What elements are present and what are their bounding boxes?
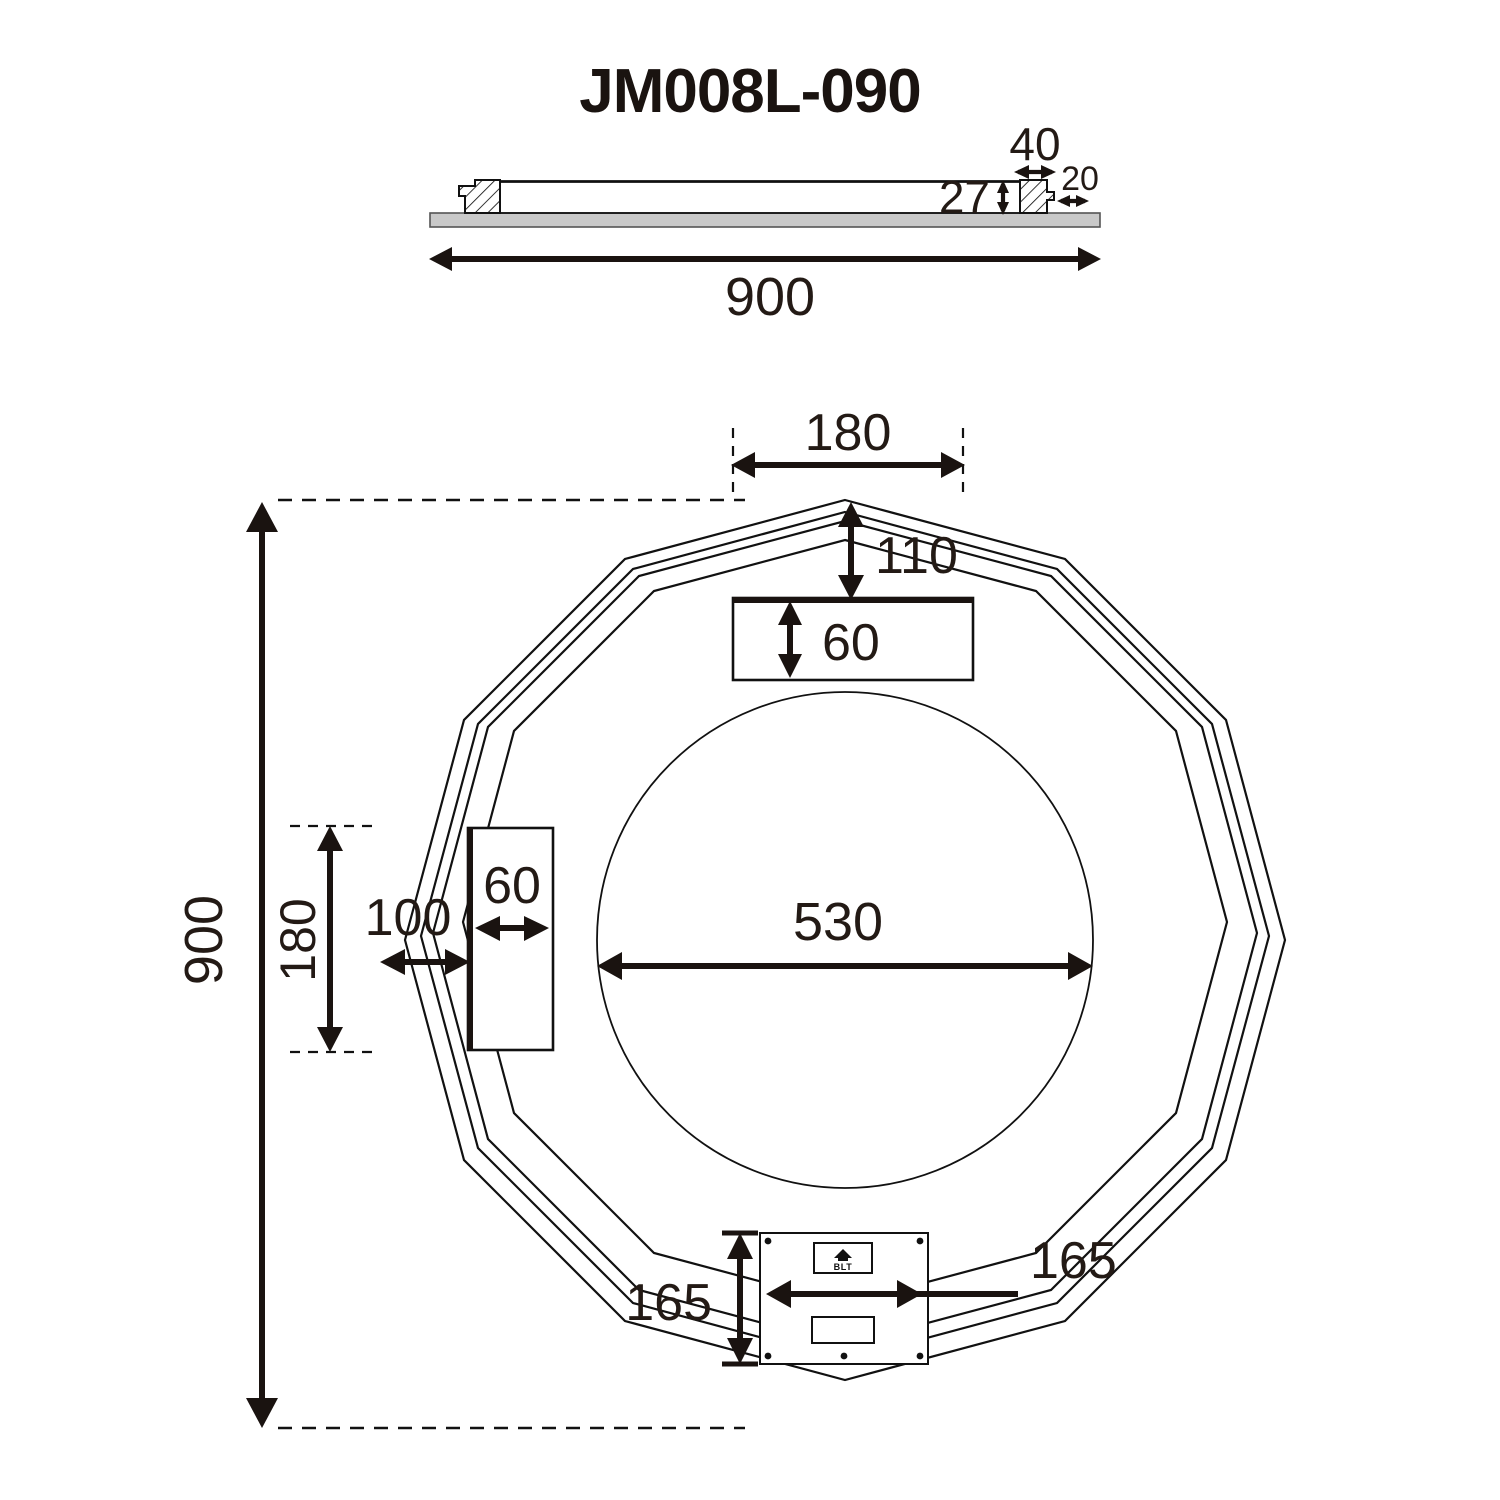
dim-100-label: 100 [365, 889, 452, 947]
dim-530: 530 [597, 892, 1093, 980]
dim-20-label: 20 [1061, 160, 1099, 198]
dim-110: 110 [838, 502, 958, 600]
frame-ring-outer [403, 498, 1287, 1382]
driver-box-screw-bc [840, 1352, 848, 1360]
page-title: JM008L-090 [579, 57, 921, 126]
dim-165-vertical: 165 [625, 1230, 758, 1367]
dim-27: 27 [939, 171, 1009, 223]
dim-40: 40 [1009, 118, 1061, 179]
house-roof-icon [834, 1249, 852, 1261]
base-plate [429, 212, 1101, 228]
dim-900-width: 900 [429, 247, 1101, 327]
left-cutout-rect [466, 826, 555, 1052]
top-cutout-rect [731, 596, 975, 682]
front-plan-view: 180 110 60 [174, 404, 1287, 1430]
side-section-view: 40 20 27 900 [429, 118, 1101, 327]
driver-box-screw-tr [916, 1237, 924, 1245]
dim-60-left: 60 [475, 857, 549, 941]
dim-180-top: 180 [731, 404, 965, 500]
driver-box-screw-tl [764, 1237, 772, 1245]
blt-logo-badge: BLT [813, 1242, 873, 1274]
dim-165-horizontal-label: 165 [1030, 1232, 1117, 1290]
left-edge-block [458, 179, 501, 214]
driver-box-screw-br [916, 1352, 924, 1360]
dim-900-height: 900 [174, 498, 745, 1430]
dim-110-label: 110 [875, 527, 958, 585]
dim-180-left-label: 180 [270, 898, 326, 981]
dim-180-left: 180 [270, 824, 375, 1054]
dim-165-vertical-label: 165 [625, 1274, 712, 1332]
dim-100: 100 [365, 889, 470, 975]
dim-40-label: 40 [1009, 118, 1060, 170]
dim-900-width-label: 900 [725, 267, 815, 327]
right-edge-block [1019, 179, 1055, 214]
blt-logo-text: BLT [834, 1262, 853, 1272]
dim-27-label: 27 [939, 171, 990, 223]
dim-20: 20 [1057, 160, 1099, 207]
driver-box-terminal [811, 1316, 875, 1344]
dim-60-left-label: 60 [483, 857, 541, 915]
dim-180-top-label: 180 [805, 404, 892, 462]
dim-530-label: 530 [793, 892, 883, 952]
driver-box-screw-bl [764, 1352, 772, 1360]
dim-60-top: 60 [778, 601, 880, 678]
dim-900-height-label: 900 [174, 895, 234, 985]
mirror-circle [596, 691, 1094, 1189]
dim-60-top-label: 60 [822, 614, 880, 672]
dim-165-horizontal: 165 [766, 1232, 1117, 1308]
